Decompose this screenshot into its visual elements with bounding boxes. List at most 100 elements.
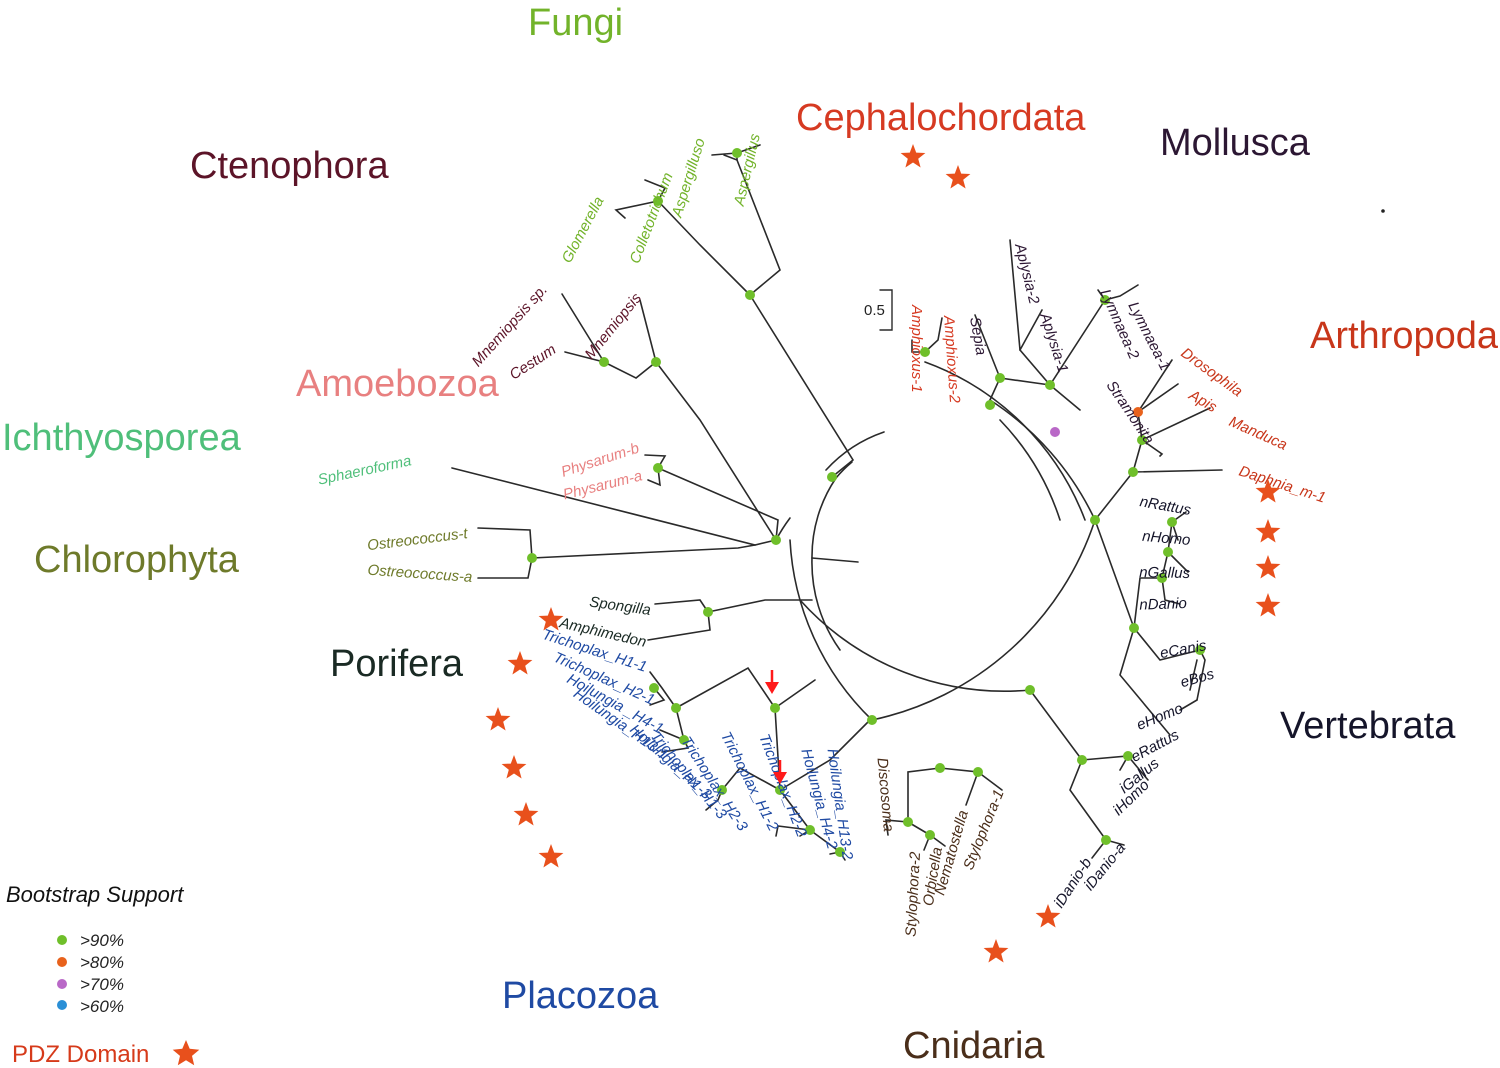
bootstrap-node (1137, 435, 1147, 445)
leaf-label: Cestum (507, 341, 560, 383)
bootstrap-node (717, 785, 727, 795)
legend-item-70: >70% (57, 975, 124, 994)
bootstrap-node (1077, 755, 1087, 765)
pdz-star (1255, 479, 1281, 503)
legend-item-90: >90% (57, 931, 124, 950)
clade-label-chlorophyta: Chlorophyta (34, 539, 240, 581)
leaf-label: Drosophila (1178, 344, 1246, 400)
bootstrap-node (745, 290, 755, 300)
leaf-label: Glomerella (558, 194, 607, 266)
leaf-label: Amphioxus-2 (940, 314, 963, 404)
legend-dot-60 (57, 1000, 67, 1010)
bootstrap-node (1025, 685, 1035, 695)
leaf-label: Sepia (966, 316, 989, 357)
legend-dot-90 (57, 935, 67, 945)
clade-label-mollusca: Mollusca (1160, 122, 1311, 164)
clade-label-ichthyosporea: Ichthyosporea (2, 417, 242, 459)
leaf-label: nDanio (1139, 595, 1187, 614)
legend-pdz-star (172, 1040, 200, 1066)
pdz-star (900, 144, 926, 168)
legend-label-70: >70% (80, 975, 124, 994)
bootstrap-node (1163, 547, 1173, 557)
bootstrap-node (935, 763, 945, 773)
bootstrap-node (1050, 427, 1060, 437)
bootstrap-node (1045, 380, 1055, 390)
clade-label-placozoa: Placozoa (502, 975, 659, 1017)
bootstrap-node (653, 463, 663, 473)
pdz-star (513, 802, 539, 826)
legend-dot-80 (57, 957, 67, 967)
pdz-star (945, 165, 971, 189)
bootstrap-node (920, 347, 930, 357)
bootstrap-node (1101, 835, 1111, 845)
arrow-marker-1 (765, 670, 779, 694)
pdz-star (1255, 519, 1281, 543)
legend: Bootstrap Support >90% >80% >70% >60% PD… (6, 882, 200, 1068)
bootstrap-node (599, 357, 609, 367)
leaf-label: Ostreococcus-a (367, 562, 473, 586)
clade-label-porifera: Porifera (330, 643, 464, 685)
bootstrap-node (1133, 407, 1143, 417)
pdz-star (538, 844, 564, 868)
leaf-label: Colletotrichum (627, 170, 677, 266)
legend-label-60: >60% (80, 997, 124, 1016)
leaf-label: Daphnia_m-1 (1237, 463, 1328, 507)
bootstrap-node (775, 785, 785, 795)
pdz-stars (485, 144, 1281, 963)
legend-pdz-label: PDZ Domain (12, 1041, 149, 1068)
bootstrap-node (1167, 517, 1177, 527)
bootstrap-node (1123, 751, 1133, 761)
bootstrap-node (651, 357, 661, 367)
arrow-marker-2 (773, 760, 787, 784)
leaf-label: Aspergillus (731, 132, 764, 209)
pdz-star (983, 939, 1009, 963)
pdz-star (538, 607, 564, 631)
bootstrap-node (649, 683, 659, 693)
bootstrap-node (827, 472, 837, 482)
bootstrap-node (985, 400, 995, 410)
leaf-label: Ostreococcus-t (366, 525, 469, 554)
bootstrap-node (995, 373, 1005, 383)
pdz-star (1255, 593, 1281, 617)
bootstrap-node (1195, 645, 1205, 655)
legend-dot-70 (57, 979, 67, 989)
leaf-label: Spongilla (588, 594, 651, 619)
legend-label-80: >80% (80, 953, 124, 972)
leaf-label: Stylophora-2 (903, 851, 924, 937)
leaf-label: nRattus (1138, 493, 1192, 519)
clade-label-cnidaria: Cnidaria (903, 1025, 1045, 1067)
leaf-label: Amphioxus-1 (908, 304, 925, 393)
clade-label-ctenophora: Ctenophora (190, 145, 389, 187)
bootstrap-node (1090, 515, 1100, 525)
leaf-label: Sphaeroforma (316, 452, 413, 488)
leaf-label: Stramonita (1103, 378, 1158, 448)
bootstrap-node (771, 535, 781, 545)
red-arrows (765, 670, 787, 784)
bootstrap-node (1129, 623, 1139, 633)
pdz-star (501, 755, 527, 779)
leaf-label: Aplysia-1 (1036, 310, 1072, 375)
legend-item-60: >60% (57, 997, 124, 1016)
bootstrap-node (703, 607, 713, 617)
legend-item-80: >80% (57, 953, 124, 972)
clade-label-arthropoda: Arthropoda (1310, 315, 1499, 357)
bootstrap-node (1157, 573, 1167, 583)
clade-label-fungi: Fungi (528, 2, 623, 44)
bootstrap-node (903, 817, 913, 827)
leaf-label: Manduca (1226, 413, 1289, 454)
leaf-label: eHomo (1134, 700, 1185, 734)
leaf-label: nGallus (1139, 564, 1191, 582)
bootstrap-node (925, 830, 935, 840)
bootstrap-nodes (527, 148, 1205, 857)
bootstrap-node (835, 847, 845, 857)
bootstrap-node (653, 196, 663, 206)
clade-label-cephalochordata: Cephalochordata (796, 97, 1086, 139)
bootstrap-node (527, 553, 537, 563)
pdz-star (485, 707, 511, 731)
bootstrap-node (671, 703, 681, 713)
leaf-labels: AspergillusAspergillusoColletotrichumGlo… (316, 132, 1327, 938)
pdz-star (1255, 555, 1281, 579)
scale-bar-label: 0.5 (864, 302, 885, 319)
